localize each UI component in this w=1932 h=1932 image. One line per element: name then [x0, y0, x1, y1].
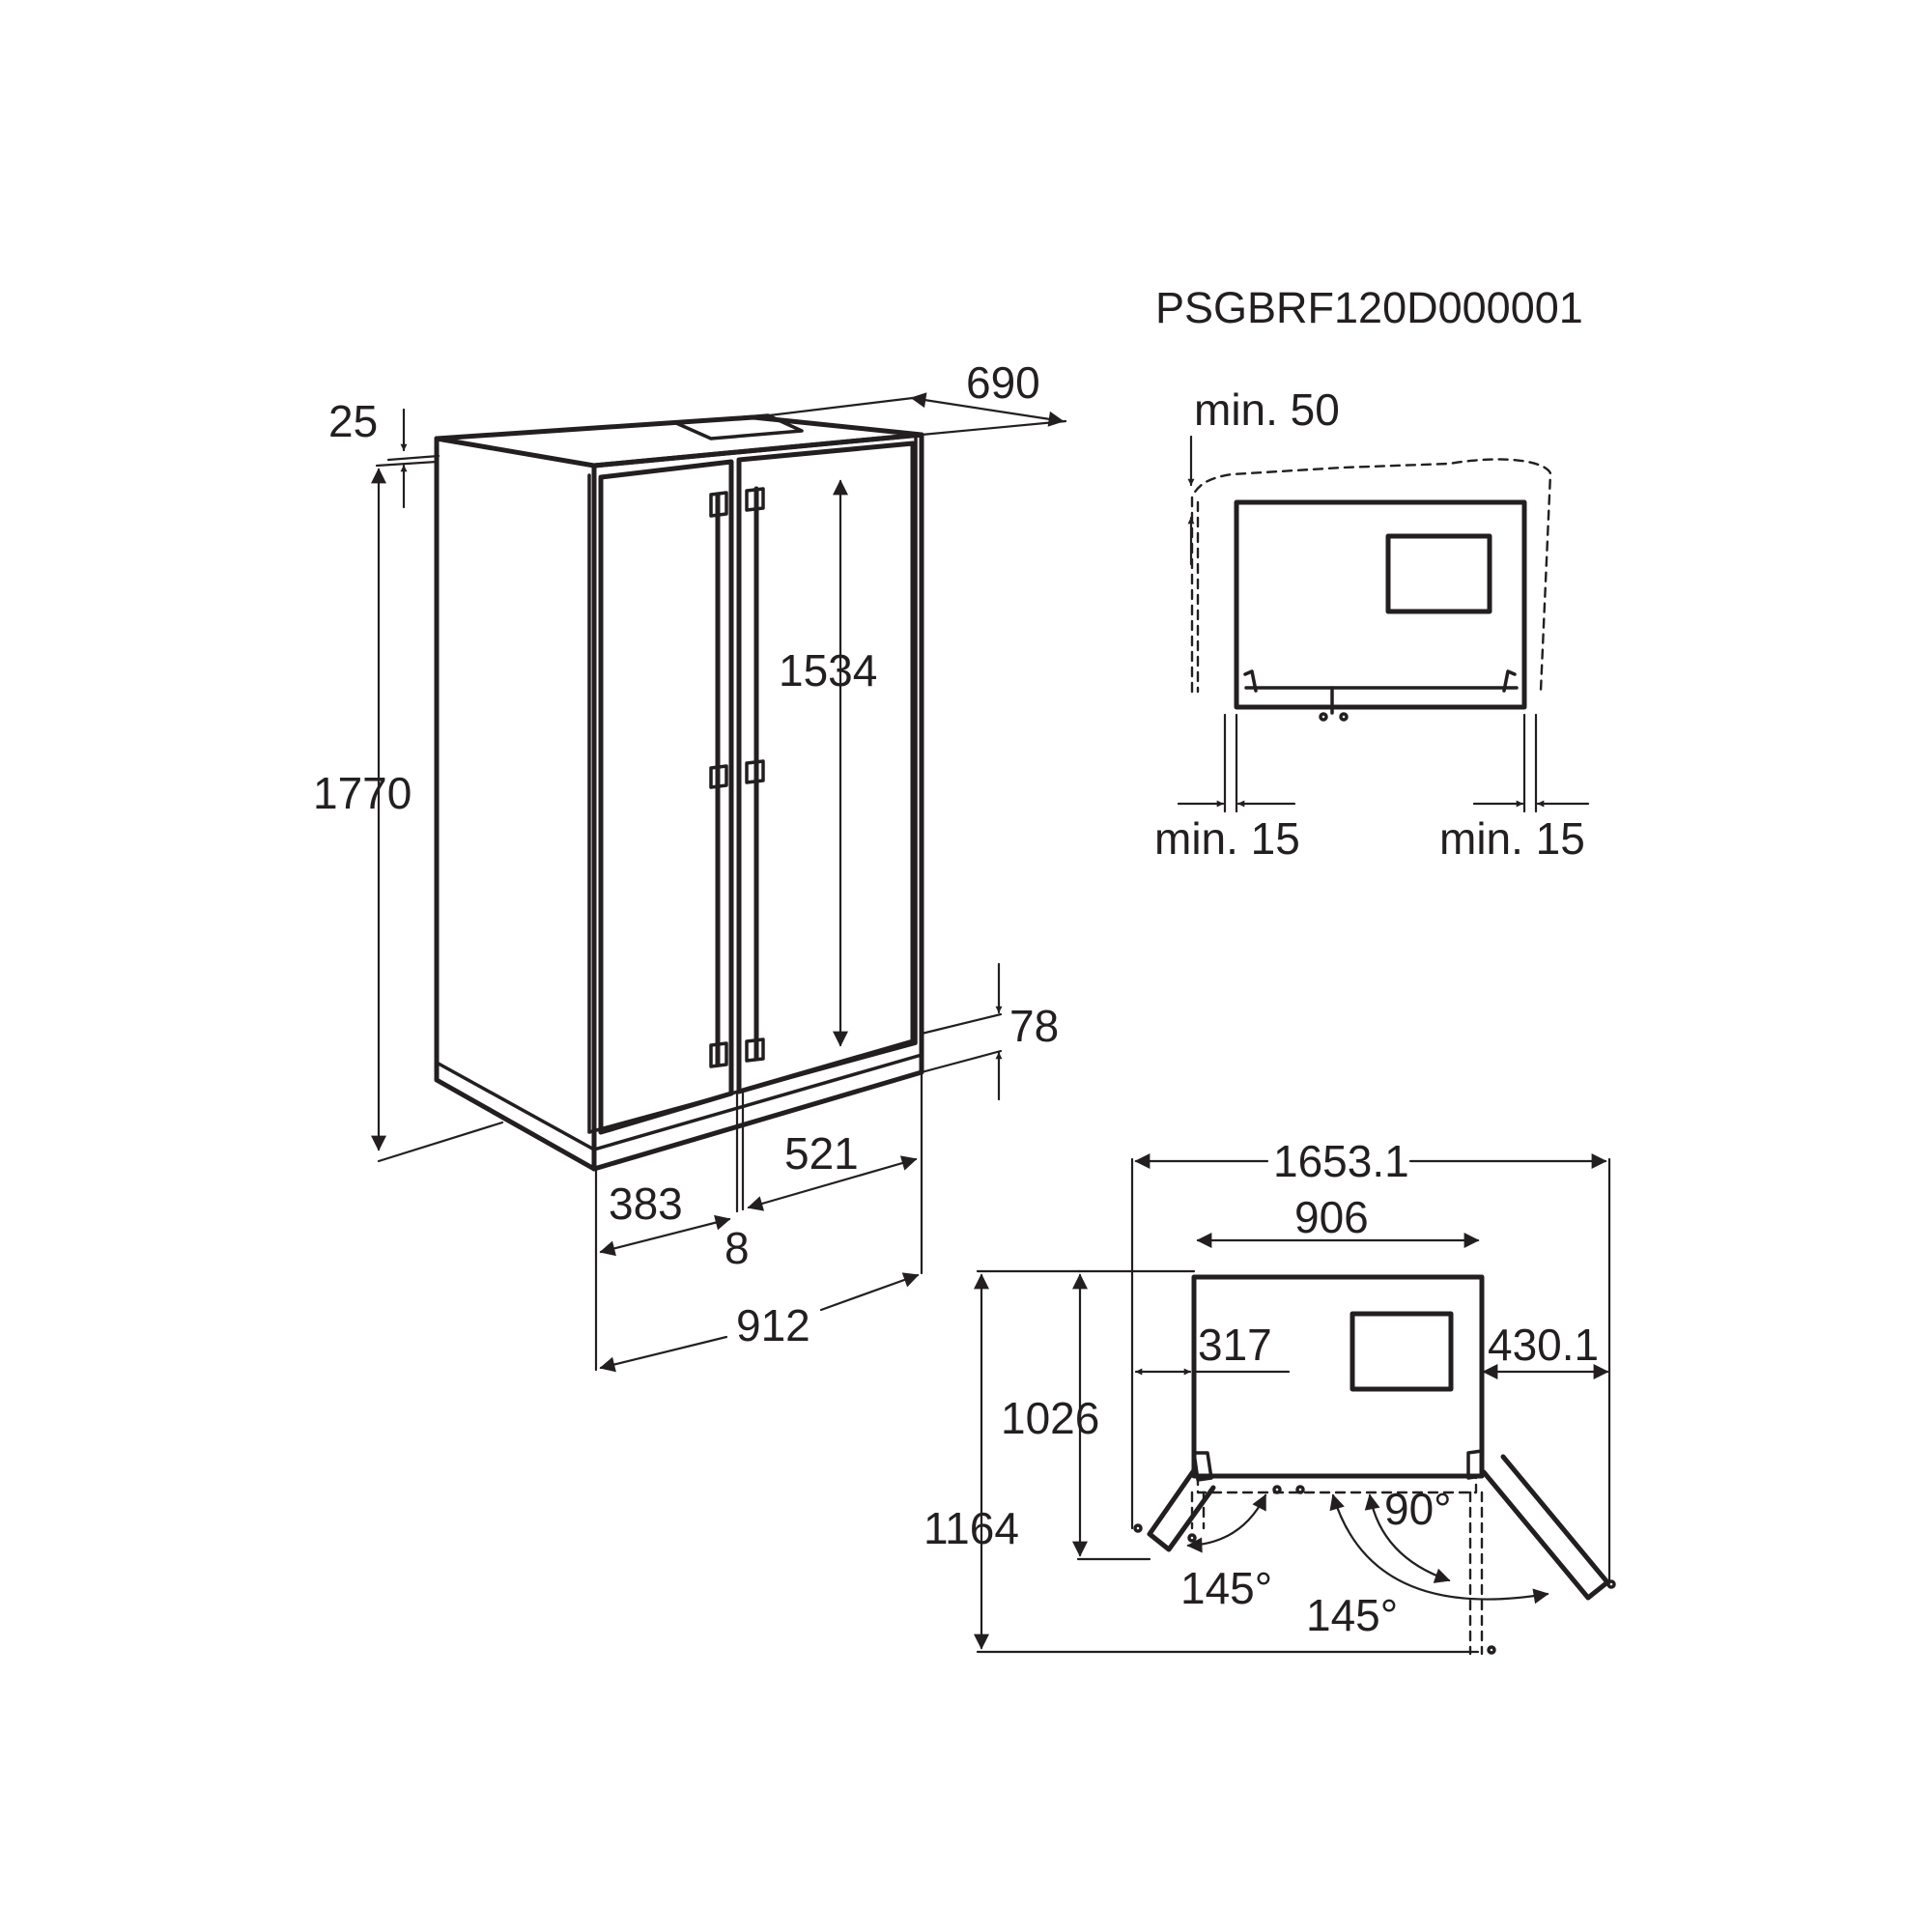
label-total-width: 912: [736, 1300, 810, 1350]
fridge-perspective: [434, 413, 924, 1172]
left-door-handle: [709, 491, 728, 1068]
label-top-clearance: min. 50: [1194, 384, 1340, 435]
label-left-clearance: min. 15: [1154, 813, 1300, 864]
label-top-gap: 25: [328, 396, 378, 446]
cabinet-front-frame: [591, 432, 924, 1172]
cabinet-front-inner: [587, 435, 918, 1134]
right-open-door: [1481, 1454, 1610, 1601]
cabinet-plan-outline: [1191, 1274, 1485, 1479]
cabinet-base: [435, 1053, 923, 1151]
label-left-door-width: 383: [609, 1179, 683, 1229]
label-angle-right-outer: 145°: [1306, 1590, 1398, 1640]
label-total-depth-open: 1164: [923, 1503, 1019, 1553]
perspective-dimensions: [371, 392, 1067, 1373]
top-clearance-view: [1177, 435, 1590, 813]
left-door: [598, 459, 734, 1135]
model-code: PSGBRF120D000001: [1155, 283, 1583, 332]
label-base-height: 78: [1009, 1001, 1059, 1051]
label-door-height: 1534: [779, 645, 877, 696]
control-panel-plan: [1350, 1311, 1454, 1392]
label-total-width-open: 1653.1: [1273, 1136, 1409, 1186]
right-door: [736, 440, 916, 1094]
cabinet-top-outline: [1234, 499, 1527, 710]
label-angle-left: 145°: [1180, 1563, 1272, 1613]
closed-door-outline: [1196, 1474, 1478, 1494]
label-height: 1770: [313, 768, 412, 818]
label-depth: 690: [966, 357, 1040, 408]
label-cabinet-width: 906: [1294, 1192, 1369, 1242]
top-hinge-cover: [674, 413, 804, 440]
door-swing-view: [974, 1153, 1616, 1656]
label-right-door-width: 521: [784, 1128, 859, 1179]
right-door-handle: [745, 486, 765, 1063]
label-right-clearance: min. 15: [1439, 813, 1585, 864]
niche-outline: [1190, 458, 1552, 694]
label-right-offset: 430.1: [1488, 1320, 1599, 1370]
control-panel: [1385, 533, 1492, 614]
label-angle-right-inner: 90°: [1384, 1484, 1452, 1534]
label-door-gap: 8: [724, 1223, 750, 1273]
label-cabinet-depth: 1026: [1001, 1393, 1099, 1443]
label-left-offset: 317: [1198, 1320, 1272, 1370]
cabinet-left-side: [434, 436, 597, 1172]
